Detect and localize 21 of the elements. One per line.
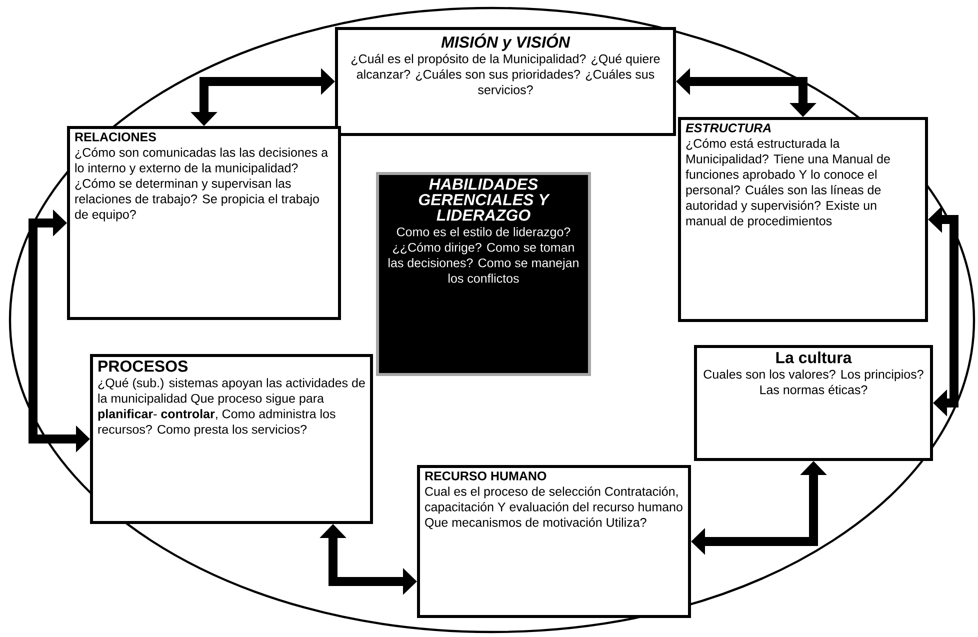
question-box bbox=[335, 27, 676, 136]
box-heading: La cultura bbox=[776, 352, 852, 364]
box-text: ¿Qué (sub.) sistemas apoyan las actividades de la municipalidad Que proceso sigue para planificar- controlar, Como administra los recursos? Como presta los servicios? bbox=[98, 378, 365, 436]
question-box bbox=[67, 126, 341, 320]
question-box bbox=[678, 117, 928, 322]
question-box bbox=[694, 345, 933, 461]
box-text: Como es el estilo de liderazgo? ¿¿Cómo dirige? Como se toman las decisiones? Como se manejan los conflictos bbox=[388, 227, 578, 283]
box-heading: RECURSO HUMANO bbox=[425, 472, 546, 480]
box-heading: HABILIDADES GERENCIALES Y LIDERAZGO bbox=[418, 178, 550, 221]
box-text: ¿Cómo está estructurada la Municipalidad? Tiene una Manual de funciones aprobado Y lo conoce el personal? Cuáles son las líneas de autoridad y supervisión? Existe un manual de procedimientos bbox=[686, 138, 890, 228]
question-box bbox=[90, 354, 373, 524]
box-heading: ESTRUCTURA bbox=[686, 124, 771, 132]
box-text: Cuales son los valores? Los principios? Las normas éticas? bbox=[704, 370, 924, 394]
box-text: Cual es el proceso de selección Contratación, capacitación Y evaluación del recurso humano Que mecanismos de motivación Utiliza? bbox=[425, 486, 682, 530]
question-box bbox=[417, 465, 691, 618]
box-heading: PROCESOS bbox=[98, 360, 188, 372]
box-heading: RELACIONES bbox=[75, 132, 156, 142]
box-text: ¿Cuál es el propósito de la Municipalidad? ¿Qué quiere alcanzar? ¿Cuáles son sus prioridades? ¿Cuáles sus servicios? bbox=[351, 54, 660, 94]
box-text: ¿Cómo son comunicadas las las decisiones a lo interno y externo de la municipalidad? ¿Cómo se determinan y supervisan las relaciones de trabajo? Se propicia el trabajo de equipo? bbox=[75, 148, 328, 222]
box-heading: MISIÓN y VISIÓN bbox=[441, 34, 570, 51]
highlight-box bbox=[376, 172, 591, 376]
